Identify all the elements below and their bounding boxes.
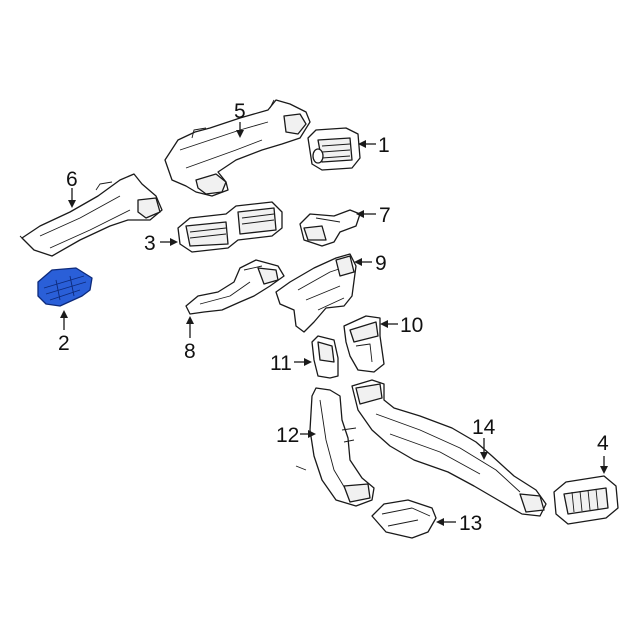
part-14-duct[interactable] <box>351 379 547 517</box>
part-10-duct[interactable] <box>343 315 385 373</box>
callout-3: 3 <box>144 232 156 255</box>
part-7-duct[interactable] <box>299 209 361 247</box>
part-6-duct[interactable] <box>19 173 163 257</box>
part-4-vent[interactable] <box>553 475 619 525</box>
part-8-duct[interactable] <box>185 259 285 315</box>
callout-7: 7 <box>379 204 391 227</box>
part-3-vent[interactable] <box>177 201 283 253</box>
part-9-duct[interactable] <box>275 253 357 333</box>
callout-13: 13 <box>459 512 482 535</box>
callouts: 1 5 6 3 7 9 2 8 10 11 12 14 4 13 <box>58 100 609 535</box>
leaders <box>60 122 608 526</box>
callout-1: 1 <box>378 134 390 157</box>
part-13-duct[interactable] <box>371 499 437 539</box>
callout-12: 12 <box>276 424 299 447</box>
callout-10: 10 <box>400 314 423 337</box>
part-2-highlighted[interactable] <box>37 267 93 307</box>
callout-6: 6 <box>66 168 78 191</box>
part-12-duct[interactable] <box>295 387 375 507</box>
part-11-duct[interactable] <box>311 335 339 379</box>
callout-14: 14 <box>472 416 496 439</box>
callout-2: 2 <box>58 332 70 355</box>
callout-5: 5 <box>234 100 246 123</box>
callout-9: 9 <box>375 252 387 275</box>
part-1-vent[interactable] <box>307 127 361 171</box>
callout-8: 8 <box>184 340 196 363</box>
callout-11: 11 <box>270 352 292 375</box>
callout-4: 4 <box>597 432 609 455</box>
part-5-duct[interactable] <box>164 99 311 197</box>
